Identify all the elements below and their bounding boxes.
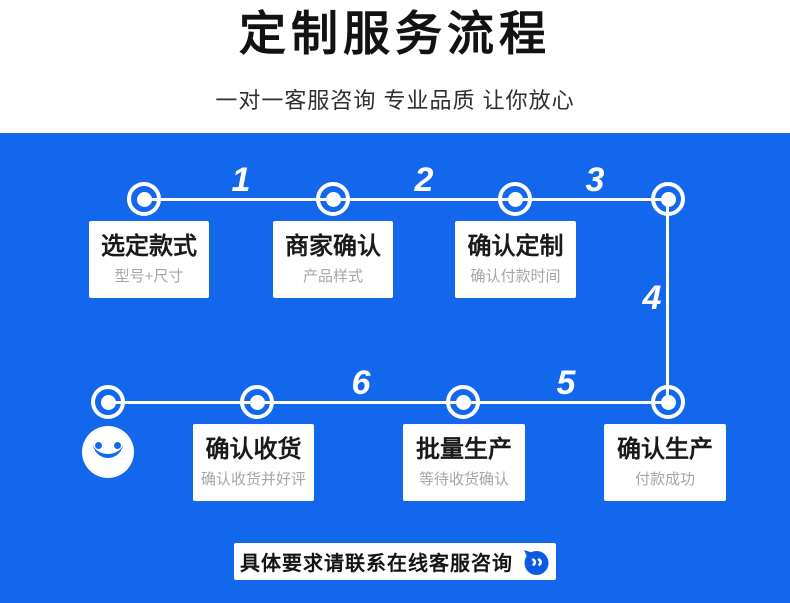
flow-node-dot	[660, 191, 676, 207]
step-number-4: 4	[642, 279, 662, 317]
step-card-2: 商家确认 产品样式	[273, 221, 393, 298]
step-card-3: 确认定制 确认付款时间	[455, 221, 576, 298]
flow-node-dot	[455, 394, 471, 410]
step-card-6: 确认收货 确认收货并好评	[193, 424, 314, 501]
step-card-subtitle: 确认付款时间	[470, 268, 561, 286]
step-card-title: 商家确认	[285, 233, 381, 260]
flow-node-4	[651, 182, 685, 216]
step-card-4: 确认生产 付款成功	[604, 424, 726, 501]
flow-node-dot	[136, 191, 152, 207]
flow-node-7	[446, 385, 480, 419]
step-card-subtitle: 等待收货确认	[418, 471, 509, 489]
page-subtitle: 一对一客服咨询 专业品质 让你放心	[215, 88, 575, 113]
connector-line-top	[144, 198, 668, 201]
connector-line-bottom	[108, 401, 668, 404]
flow-node-6	[240, 385, 274, 419]
smiley-mouth	[93, 442, 123, 458]
flow-node-dot	[325, 191, 341, 207]
smiley-face-icon	[82, 426, 134, 478]
step-number-1: 1	[231, 161, 251, 199]
step-number-5: 5	[556, 364, 576, 402]
flow-node-2	[316, 182, 350, 216]
step-number-3: 3	[585, 161, 605, 199]
flow-node-5	[91, 385, 125, 419]
step-card-title: 选定款式	[101, 233, 197, 260]
step-card-1: 选定款式 型号+尺寸	[89, 221, 209, 298]
step-card-subtitle: 型号+尺寸	[114, 268, 184, 286]
flow-node-dot	[660, 394, 676, 410]
flow-node-dot	[100, 394, 116, 410]
contact-service-button[interactable]: 具体要求请联系在线客服咨询	[234, 543, 556, 580]
flow-node-dot	[507, 191, 523, 207]
flow-node-1	[127, 182, 161, 216]
flow-node-8	[651, 385, 685, 419]
step-card-title: 确认定制	[467, 233, 564, 260]
step-number-6: 6	[351, 364, 371, 402]
step-card-title: 确认收货	[205, 436, 302, 463]
step-card-subtitle: 付款成功	[634, 471, 695, 489]
page-title: 定制服务流程	[239, 7, 551, 60]
step-card-title: 确认生产	[617, 436, 713, 463]
step-card-subtitle: 产品样式	[302, 268, 363, 286]
flow-node-3	[498, 182, 532, 216]
step-card-title: 批量生产	[416, 436, 512, 463]
step-number-2: 2	[414, 161, 434, 199]
step-card-5: 批量生产 等待收货确认	[403, 424, 525, 501]
chat-bubble-icon	[524, 550, 549, 575]
connector-line-vertical	[666, 200, 669, 403]
contact-service-label: 具体要求请联系在线客服咨询	[240, 553, 513, 575]
step-card-subtitle: 确认收货并好评	[200, 471, 306, 489]
flow-node-dot	[249, 394, 265, 410]
